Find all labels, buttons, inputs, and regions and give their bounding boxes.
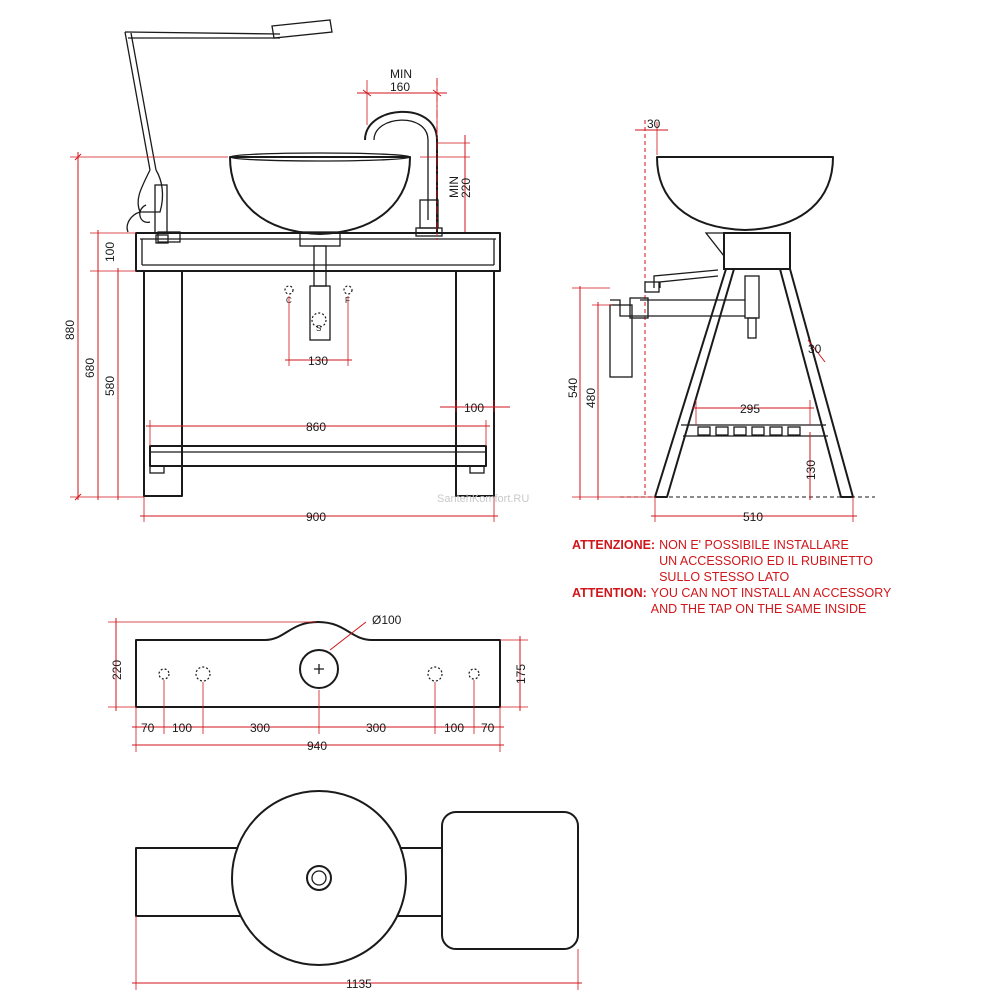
dim-overall-depth: 510 bbox=[743, 510, 763, 524]
dim-supply-height: 480 bbox=[584, 388, 598, 408]
lamp-accessory bbox=[124, 19, 333, 243]
dim-bowl-diameter: Ø100 bbox=[372, 613, 402, 627]
counter-top-view: Ø100 220 175 70 100 300 300 100 70 940 bbox=[108, 613, 528, 753]
tap bbox=[364, 110, 443, 237]
note-line: YOU CAN NOT INSTALL AN ACCESSORY bbox=[650, 586, 892, 600]
front-left-leg bbox=[143, 270, 183, 497]
note-label-english: ATTENTION: bbox=[572, 586, 647, 600]
warning-notes: ATTENZIONE: NON E' POSSIBILE INSTALLARE … bbox=[572, 537, 992, 617]
dim-seg-3: 300 bbox=[250, 721, 270, 735]
dim-counter-inner-depth: 175 bbox=[514, 664, 528, 684]
dim-shelf-depth: 295 bbox=[740, 402, 760, 416]
dim-tap-offset: 160 bbox=[390, 80, 410, 94]
dim-overall-height: 880 bbox=[63, 320, 77, 340]
note-line: AND THE TAP ON THE SAME INSIDE bbox=[650, 602, 867, 616]
dim-drain-height: 540 bbox=[566, 378, 580, 398]
dim-inner-width: 860 bbox=[306, 420, 326, 434]
dim-seg-6: 70 bbox=[481, 721, 495, 735]
dim-seg-1: 70 bbox=[141, 721, 155, 735]
counter-outline bbox=[135, 621, 501, 708]
note-line: SULLO STESSO LATO bbox=[659, 570, 790, 584]
dim-overall-width: 900 bbox=[306, 510, 326, 524]
dim-seg-2: 100 bbox=[172, 721, 192, 735]
side-frame bbox=[654, 268, 854, 498]
counter-dimensions: Ø100 220 175 70 100 300 300 100 70 940 bbox=[108, 613, 528, 753]
front-view: C F S MIN 160 MIN 220 880 bbox=[63, 19, 510, 524]
dim-min-label-top: MIN bbox=[390, 67, 412, 81]
side-view: 30 30 540 480 295 130 510 bbox=[566, 117, 857, 524]
front-right-leg bbox=[455, 270, 495, 497]
dim-side-shelf-height: 130 bbox=[804, 460, 818, 480]
note-label-italian: ATTENZIONE: bbox=[572, 538, 656, 552]
dim-seg-5: 100 bbox=[444, 721, 464, 735]
dim-angle-thickness: 30 bbox=[808, 342, 822, 356]
dim-leg-width: 100 bbox=[464, 401, 484, 415]
dim-counter-depth: 220 bbox=[110, 660, 124, 680]
front-bowl bbox=[229, 156, 411, 235]
watermark: SantehKomfort.RU bbox=[437, 493, 530, 505]
side-bowl bbox=[656, 156, 834, 231]
dim-drain-spacing: 130 bbox=[308, 354, 328, 368]
front-counter bbox=[135, 231, 501, 272]
dim-seg-4: 300 bbox=[366, 721, 386, 735]
note-english: ATTENTION: YOU CAN NOT INSTALL AN ACCESS… bbox=[572, 585, 992, 617]
dim-tap-height: 220 bbox=[459, 178, 473, 198]
dim-plan-width: 1135 bbox=[346, 977, 372, 991]
front-shelf bbox=[149, 445, 487, 467]
side-dimensions: 30 30 540 480 295 130 510 bbox=[566, 117, 857, 524]
note-line: NON E' POSSIBILE INSTALLARE bbox=[659, 538, 849, 552]
plan-bowl bbox=[231, 790, 407, 966]
hot-marker: F bbox=[345, 296, 350, 305]
note-italian: ATTENZIONE: NON E' POSSIBILE INSTALLARE … bbox=[572, 537, 992, 585]
plan-view: 1135 bbox=[132, 790, 582, 991]
dim-counter-width: 940 bbox=[307, 739, 327, 753]
plan-shelf bbox=[441, 811, 579, 950]
dim-counter-thickness: 100 bbox=[103, 242, 117, 262]
dim-shelf-height: 580 bbox=[103, 376, 117, 396]
dim-counter-height: 680 bbox=[83, 358, 97, 378]
drain-marker: S bbox=[316, 324, 321, 333]
dim-wall-gap: 30 bbox=[647, 117, 661, 131]
front-dimensions: MIN 160 MIN 220 880 680 580 100 130 860 bbox=[63, 67, 510, 524]
dim-min-label-side: MIN bbox=[447, 176, 461, 198]
note-line: UN ACCESSORIO ED IL RUBINETTO bbox=[659, 554, 874, 568]
